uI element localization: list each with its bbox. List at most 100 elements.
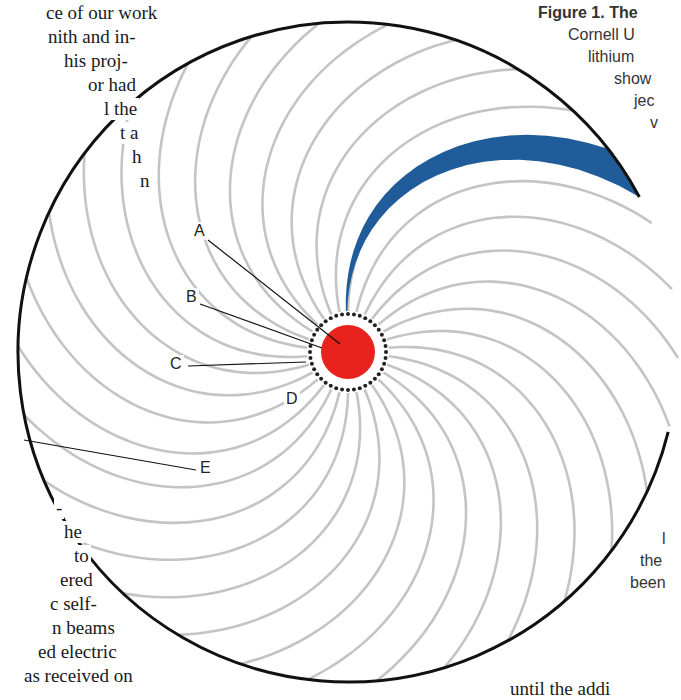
spiral-line bbox=[24, 389, 331, 487]
text-fragment: nith and in- bbox=[46, 26, 138, 48]
text-fragment: n beams bbox=[50, 617, 117, 639]
callout-letter: B bbox=[184, 288, 199, 306]
text-fragment: l the bbox=[102, 98, 139, 120]
spiral-line bbox=[389, 347, 575, 601]
ring-dot bbox=[352, 312, 356, 316]
spiral-line bbox=[49, 213, 313, 396]
ring-dot bbox=[308, 350, 312, 354]
ring-dot bbox=[377, 372, 381, 376]
ring-dot bbox=[380, 367, 384, 371]
text-fragment: his proj- bbox=[62, 50, 130, 72]
ring-dot bbox=[358, 314, 362, 318]
ring-dot bbox=[312, 367, 316, 371]
spiral-line bbox=[372, 251, 678, 358]
spiral-line bbox=[389, 356, 537, 640]
text-fragment: ed electric bbox=[36, 641, 119, 663]
ring-dot bbox=[310, 338, 314, 342]
caption-fragment: jec bbox=[632, 92, 656, 110]
spiral-line bbox=[317, 69, 518, 314]
ring-dot bbox=[324, 319, 328, 323]
text-fragment: until the addi bbox=[508, 678, 612, 700]
caption-fragment: Cornell U bbox=[566, 26, 637, 44]
ring-dot bbox=[363, 316, 367, 320]
spiral-line bbox=[292, 40, 456, 319]
ring-dot bbox=[340, 312, 344, 316]
text-fragment: - bbox=[54, 497, 64, 519]
ring-dot bbox=[368, 381, 372, 385]
spiral-line bbox=[241, 385, 405, 664]
ring-dot bbox=[312, 333, 316, 337]
text-fragment: ered bbox=[58, 569, 95, 591]
spiral-lines bbox=[18, 23, 678, 680]
ring-dot bbox=[363, 384, 367, 388]
ring-dot bbox=[346, 312, 350, 316]
callout-letter: E bbox=[198, 459, 213, 477]
text-fragment: to bbox=[72, 545, 91, 567]
ring-dot bbox=[382, 362, 386, 366]
text-fragment: h bbox=[130, 146, 144, 168]
text-fragment: c self- bbox=[48, 593, 99, 615]
ring-dot bbox=[384, 350, 388, 354]
ring-dot bbox=[308, 356, 312, 360]
ring-dot bbox=[334, 386, 338, 390]
red-core bbox=[321, 325, 375, 379]
dotted-ring bbox=[308, 312, 388, 392]
text-fragment: as received on bbox=[22, 665, 135, 687]
ring-dot bbox=[319, 377, 323, 381]
ring-dot bbox=[384, 356, 388, 360]
ring-dot bbox=[373, 323, 377, 327]
ring-dot bbox=[384, 344, 388, 348]
caption-fragment: v bbox=[648, 114, 660, 132]
ring-dot bbox=[310, 362, 314, 366]
caption-fragment: the bbox=[638, 552, 664, 570]
ring-dot bbox=[368, 319, 372, 323]
text-fragment: n bbox=[138, 170, 152, 192]
caption-fragment: Figure 1. The bbox=[536, 4, 640, 22]
spiral-line bbox=[121, 103, 307, 357]
ring-dot bbox=[340, 388, 344, 392]
ring-dot bbox=[329, 384, 333, 388]
callout-letter: C bbox=[168, 355, 184, 373]
ring-dot bbox=[346, 388, 350, 392]
leader-lines bbox=[24, 240, 340, 470]
text-fragment: or had bbox=[86, 74, 138, 96]
leader-line bbox=[208, 240, 340, 344]
text-fragment: t a bbox=[118, 122, 140, 144]
ring-dot bbox=[358, 386, 362, 390]
caption-fragment: l bbox=[660, 530, 668, 548]
ring-dot bbox=[352, 388, 356, 392]
ring-dot bbox=[373, 377, 377, 381]
callout-letter: A bbox=[192, 222, 207, 240]
spiral-line bbox=[44, 392, 339, 523]
spiral-line bbox=[262, 24, 388, 324]
spiral-line bbox=[178, 389, 379, 634]
caption-fragment: show bbox=[612, 70, 653, 88]
ring-dot bbox=[380, 333, 384, 337]
ring-dot bbox=[334, 314, 338, 318]
ring-dot bbox=[319, 323, 323, 327]
ring-dot bbox=[315, 372, 319, 376]
caption-fragment: lithium bbox=[586, 48, 636, 66]
spiral-line bbox=[357, 181, 652, 312]
text-fragment: he bbox=[62, 521, 84, 543]
leader-line bbox=[188, 362, 306, 366]
ring-dot bbox=[324, 381, 328, 385]
spiral-line bbox=[365, 217, 672, 315]
spiral-line bbox=[384, 309, 648, 492]
ring-dot bbox=[377, 328, 381, 332]
spiral-line bbox=[159, 63, 307, 347]
spiral-line bbox=[308, 379, 434, 679]
caption-fragment: been bbox=[628, 574, 668, 592]
callout-letter: D bbox=[284, 390, 300, 408]
blue-band bbox=[346, 135, 640, 311]
outer-circle bbox=[18, 22, 668, 682]
text-fragment: ce of our work bbox=[44, 2, 159, 24]
leader-line bbox=[200, 304, 322, 348]
ring-dot bbox=[382, 338, 386, 342]
ring-dot bbox=[329, 316, 333, 320]
ring-dot bbox=[315, 328, 319, 332]
spiral-line bbox=[123, 392, 360, 597]
spiral-line bbox=[18, 346, 324, 453]
leader-line bbox=[24, 440, 196, 470]
